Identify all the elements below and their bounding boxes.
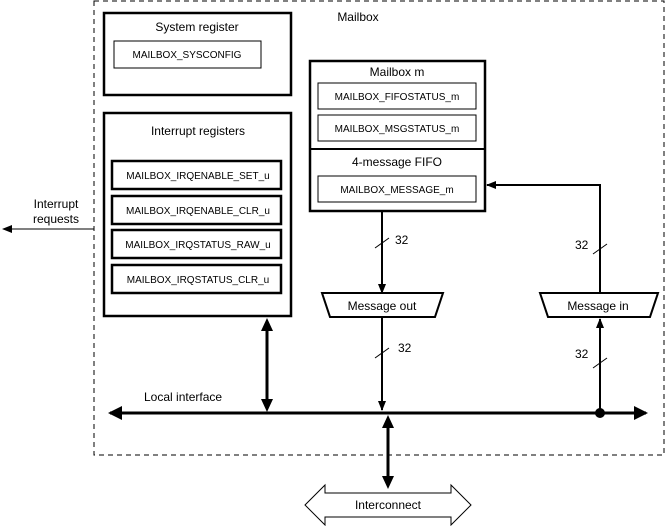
irq-link-bottom-arrowhead xyxy=(261,399,273,412)
interrupt-requests-label-line1: Interrupt xyxy=(34,197,79,211)
interconnect-label: Interconnect xyxy=(355,498,422,512)
bus-width-tick-1 xyxy=(374,237,390,249)
system-register-block: System register MAILBOX_SYSCONFIG xyxy=(102,11,293,97)
bus-width-label-bus-in: 32 xyxy=(575,347,589,361)
register-irqenable-clr: MAILBOX_IRQENABLE_CLR_u xyxy=(126,206,270,217)
bus-width-label-out-bus: 32 xyxy=(398,341,412,355)
bus-width-tick-4 xyxy=(592,357,608,369)
message-in-label: Message in xyxy=(567,299,628,313)
interconnect-link-top-arrowhead xyxy=(382,415,394,428)
mailbox-m-title: Mailbox m xyxy=(370,65,425,79)
interrupt-registers-block: Interrupt registers MAILBOX_IRQENABLE_SE… xyxy=(102,111,293,318)
message-in-to-fifo-arrow xyxy=(486,181,601,293)
message-in-block xyxy=(538,292,660,318)
mailbox-title: Mailbox xyxy=(337,10,378,24)
message-out-label: Message out xyxy=(348,299,417,313)
register-irqstatus-raw: MAILBOX_IRQSTATUS_RAW_u xyxy=(125,240,270,251)
register-message: MAILBOX_MESSAGE_m xyxy=(340,185,453,196)
register-irqstatus-clr: MAILBOX_IRQSTATUS_CLR_u xyxy=(127,275,269,286)
local-bus-left-arrowhead xyxy=(108,406,122,420)
interrupt-registers-title: Interrupt registers xyxy=(151,124,245,138)
register-msgstatus: MAILBOX_MSGSTATUS_m xyxy=(335,124,460,135)
register-sysconfig: MAILBOX_SYSCONFIG xyxy=(133,50,242,61)
bus-width-label-fifo-out: 32 xyxy=(395,233,409,247)
mailbox-boundary xyxy=(93,0,665,456)
interconnect-block xyxy=(304,483,472,526)
system-register-title: System register xyxy=(155,20,238,34)
bus-width-tick-2 xyxy=(374,347,390,359)
bus-width-tick-3 xyxy=(592,243,608,255)
interrupt-requests-label-line2: requests xyxy=(33,212,79,226)
bus-width-label-in-fifo: 32 xyxy=(575,238,589,252)
local-bus-right-arrowhead xyxy=(634,406,648,420)
local-interface-label: Local interface xyxy=(144,390,222,404)
register-fifostatus: MAILBOX_FIFOSTATUS_m xyxy=(335,92,460,103)
mailbox-m-block: Mailbox m MAILBOX_FIFOSTATUS_m MAILBOX_M… xyxy=(308,59,487,213)
message-out-block xyxy=(320,292,445,318)
fifo-title: 4-message FIFO xyxy=(352,155,442,169)
irq-link-top-arrowhead xyxy=(261,318,273,331)
interconnect-link-bottom-arrowhead xyxy=(382,476,394,489)
register-irqenable-set: MAILBOX_IRQENABLE_SET_u xyxy=(126,171,269,182)
